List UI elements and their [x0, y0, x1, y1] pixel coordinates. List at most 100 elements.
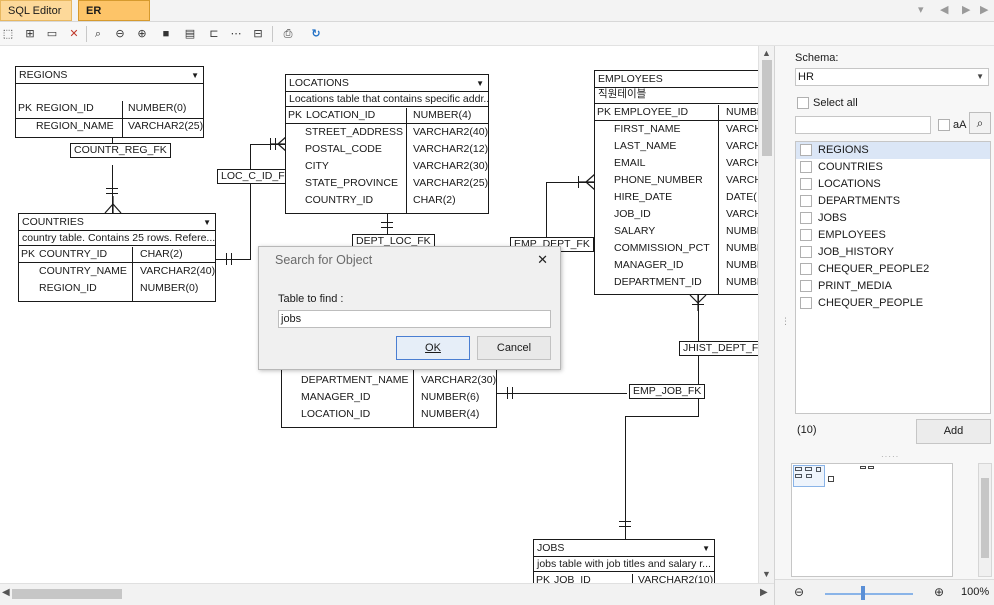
list-item[interactable]: JOBS: [796, 210, 990, 227]
checkbox[interactable]: [800, 263, 812, 276]
checkbox[interactable]: [800, 178, 812, 191]
tab-sql-editor[interactable]: SQL Editor: [0, 0, 72, 21]
forward-end-icon[interactable]: ▶: [980, 4, 989, 16]
refresh-icon[interactable]: ↻: [311, 28, 321, 40]
close-icon[interactable]: ✕: [537, 252, 548, 267]
column-type: NUMBER(4): [413, 109, 472, 121]
checkbox[interactable]: [800, 297, 812, 310]
column-name: DEPARTMENT_ID: [614, 276, 702, 288]
list-item[interactable]: LOCATIONS: [796, 176, 990, 193]
list-item[interactable]: CHEQUER_PEOPLE2: [796, 261, 990, 278]
diagram-overview[interactable]: [791, 463, 953, 577]
table-row: PK COUNTRY_ID CHAR(2): [19, 246, 215, 263]
dropdown-icon[interactable]: ▼: [191, 71, 199, 80]
scroll-thumb[interactable]: [981, 478, 989, 558]
fk-label-dept-loc[interactable]: DEPT_LOC_FK: [352, 234, 435, 249]
entity-regions[interactable]: REGIONS ▼ PK REGION_ID NUMBER(0) REGION_…: [15, 66, 204, 138]
export-icon[interactable]: ⎙: [283, 28, 293, 40]
canvas-horizontal-scrollbar[interactable]: ◀ ▶: [0, 583, 774, 605]
canvas-vertical-scrollbar[interactable]: ▲ ▼: [758, 46, 774, 583]
object-name: EMPLOYEES: [818, 229, 886, 241]
entity-locations[interactable]: LOCATIONS ▼ Locations table that contain…: [285, 74, 489, 214]
chevron-down-icon[interactable]: ▾: [918, 4, 924, 16]
overview-entity: [805, 467, 812, 471]
fk-label-loc-c-id[interactable]: LOC_C_ID_FK: [217, 169, 296, 184]
layout-icon[interactable]: ⊏: [209, 28, 219, 40]
fk-label-emp-job[interactable]: EMP_JOB_FK: [629, 384, 706, 399]
column-name: HIRE_DATE: [614, 191, 673, 203]
checkbox[interactable]: [800, 212, 812, 225]
table-search-input[interactable]: jobs: [278, 310, 551, 328]
ok-button[interactable]: OK: [396, 336, 470, 360]
entity-departments[interactable]: DEPARTMENT_NAME VARCHAR2(30) MANAGER_ID …: [281, 362, 497, 428]
checkbox[interactable]: [800, 229, 812, 242]
splitter-grip[interactable]: ⋮: [781, 316, 790, 326]
entity-employees[interactable]: EMPLOYEES 직원테이블 PK EMPLOYEE_ID NUMBE FIR…: [594, 70, 758, 295]
column-type: NUMBE: [726, 259, 758, 271]
select-all-checkbox[interactable]: Select all: [797, 97, 858, 110]
zoom-slider-handle[interactable]: [861, 586, 865, 600]
object-name: CHEQUER_PEOPLE: [818, 297, 924, 309]
checkbox[interactable]: [800, 161, 812, 174]
list-item[interactable]: REGIONS: [796, 142, 990, 159]
fk-label-jhist-dept[interactable]: JHIST_DEPT_FK: [679, 341, 758, 356]
dropdown-icon[interactable]: ▼: [702, 544, 710, 553]
list-item[interactable]: PRINT_MEDIA: [796, 278, 990, 295]
zoom-out-icon[interactable]: ⊖: [793, 585, 805, 599]
checkbox[interactable]: [938, 119, 950, 132]
entity-countries[interactable]: COUNTRIES ▼ country table. Contains 25 r…: [18, 213, 216, 302]
zoom-in-icon[interactable]: ⊕: [933, 585, 945, 599]
overview-scrollbar[interactable]: [978, 463, 992, 577]
entity-jobs[interactable]: JOBS ▼ jobs table with job titles and sa…: [533, 539, 715, 583]
er-canvas[interactable]: COUNTR_REG_FK LOC_C_ID_FK DEPT_LOC_FK EM…: [0, 46, 758, 583]
list-item[interactable]: COUNTRIES: [796, 159, 990, 176]
find-icon[interactable]: ⌕: [94, 28, 102, 40]
scroll-thumb[interactable]: [762, 60, 772, 156]
column-type: VARCHAR2(30): [421, 374, 497, 386]
fk-label-countr-reg[interactable]: COUNTR_REG_FK: [70, 143, 171, 158]
select-icon[interactable]: ⬚: [2, 28, 14, 40]
text-icon[interactable]: ▤: [184, 28, 196, 40]
scroll-thumb[interactable]: [12, 589, 122, 599]
checkbox[interactable]: [800, 246, 812, 259]
checkbox[interactable]: [800, 144, 812, 157]
add-button[interactable]: Add: [916, 419, 991, 444]
scroll-left-icon[interactable]: ◀: [2, 587, 10, 598]
zoom-slider[interactable]: [825, 593, 913, 595]
zoom-out-icon[interactable]: ⊖: [115, 28, 125, 40]
search-icon[interactable]: ⌕: [969, 112, 991, 134]
overview-viewport[interactable]: [793, 465, 825, 487]
zoom-in-icon[interactable]: ⊕: [137, 28, 147, 40]
dropdown-icon[interactable]: ▼: [203, 218, 211, 227]
scroll-up-icon[interactable]: ▲: [762, 48, 771, 58]
table-icon[interactable]: ⊞: [25, 28, 35, 40]
forward-arrow-icon[interactable]: ▶: [962, 4, 971, 16]
case-sensitive-checkbox[interactable]: aA: [938, 119, 966, 132]
splitter-grip[interactable]: ·····: [881, 452, 900, 461]
back-arrow-icon[interactable]: ◀: [940, 4, 949, 16]
list-item[interactable]: CHEQUER_PEOPLE: [796, 295, 990, 312]
checkbox[interactable]: [797, 97, 809, 110]
column-name: POSTAL_CODE: [305, 143, 382, 155]
filter-input[interactable]: [795, 116, 931, 134]
scroll-right-icon[interactable]: ▶: [760, 587, 768, 598]
delete-icon[interactable]: ✕: [69, 28, 79, 40]
chevron-down-icon: ▼: [976, 72, 984, 81]
layout2-icon[interactable]: ⋯: [230, 28, 242, 40]
list-item[interactable]: EMPLOYEES: [796, 227, 990, 244]
scroll-down-icon[interactable]: ▼: [762, 569, 771, 579]
fit-icon[interactable]: ■: [162, 28, 170, 40]
schema-select[interactable]: HR ▼: [795, 68, 989, 86]
checkbox[interactable]: [800, 195, 812, 208]
dropdown-icon[interactable]: ▼: [476, 79, 484, 88]
layout3-icon[interactable]: ⊟: [253, 28, 263, 40]
list-item[interactable]: DEPARTMENTS: [796, 193, 990, 210]
tab-er-design[interactable]: ER Design2: [78, 0, 150, 38]
list-item[interactable]: JOB_HISTORY: [796, 244, 990, 261]
column-type: NUMBE: [726, 225, 758, 237]
checkbox[interactable]: [800, 280, 812, 293]
cancel-button[interactable]: Cancel: [477, 336, 551, 360]
view-icon[interactable]: ▭: [46, 28, 58, 40]
